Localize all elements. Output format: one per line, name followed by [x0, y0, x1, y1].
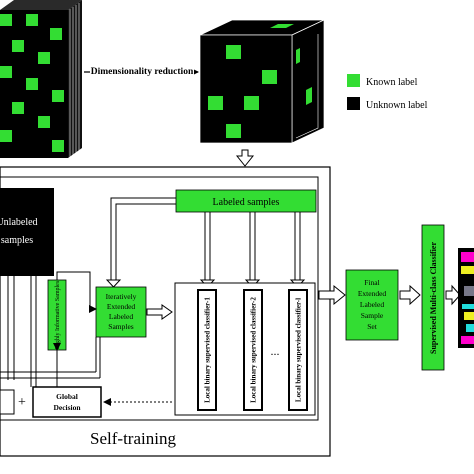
self-training-label: Self-training: [90, 429, 176, 448]
svg-text:Extended: Extended: [107, 302, 136, 311]
labeled-to-iter-line: [105, 197, 176, 288]
svg-text:Extended: Extended: [358, 289, 387, 298]
iteratively-extended-box: Iteratively Extended Labeled Samples: [95, 286, 147, 338]
highly-informative-box: Highly Informative Samples: [47, 279, 67, 351]
plus-sign: +: [18, 395, 26, 410]
svg-text:Unlabeled: Unlabeled: [0, 217, 38, 228]
svg-text:Labeled: Labeled: [109, 312, 133, 321]
svg-text:Set: Set: [367, 322, 378, 331]
svg-text:Local binary supervised classi: Local binary supervised classifier-2: [250, 297, 258, 403]
classifier-l: Local binary supervised classifier-l: [288, 289, 308, 411]
classifier-1: Local binary supervised classifier-1: [197, 289, 217, 411]
svg-text:Local binary supervised classi: Local binary supervised classifier-l: [295, 298, 303, 402]
final-to-supervised-arrow: [399, 284, 421, 306]
reduced-cube: [199, 19, 325, 144]
known-label-swatch: [347, 74, 360, 87]
svg-text:Samples: Samples: [108, 322, 133, 331]
svg-text:Labeled samples: Labeled samples: [213, 197, 280, 208]
classifier-2: Local binary supervised classifier-2: [243, 289, 263, 411]
known-label-text: Known label: [366, 77, 418, 88]
self-training-inner-frame: [0, 176, 319, 421]
informative-to-iter-arrow: [56, 271, 97, 313]
svg-text:Sample: Sample: [361, 311, 384, 320]
classification-map: [458, 248, 474, 348]
unlabeled-samples-box: Unlabeled samples: [0, 188, 54, 276]
global-decision-box: Global Decision: [32, 386, 102, 418]
svg-text:samples: samples: [1, 235, 33, 246]
svg-text:Iteratively: Iteratively: [106, 292, 137, 301]
combine-node: +: [0, 389, 26, 415]
global-to-informative-lines: [30, 343, 61, 387]
hyperspectral-cube: [0, 0, 82, 158]
classifier-ellipsis: ...: [271, 344, 280, 358]
legend: Known label Unknown label: [347, 74, 428, 111]
final-extended-set-box: Final Extended Labeled Sample Set: [345, 269, 399, 341]
labeled-to-classifier-arrows: [199, 212, 306, 288]
unlabeled-down-lines: [0, 276, 101, 380]
labeled-samples-box: Labeled samples: [175, 189, 317, 213]
classifiers-to-final-arrow: [318, 284, 346, 306]
dimensionality-reduction-arrow: Dimensionality reduction: [84, 63, 199, 77]
cube-to-selftraining-arrow: [235, 149, 255, 167]
svg-text:Labeled: Labeled: [360, 300, 384, 309]
svg-text:Highly Informative Samples: Highly Informative Samples: [54, 280, 61, 349]
svg-text:Decision: Decision: [53, 403, 81, 412]
supervised-to-result-arrow: [445, 284, 461, 306]
dimensionality-reduction-label: Dimensionality reduction: [91, 67, 194, 77]
svg-text:Local binary supervised classi: Local binary supervised classifier-1: [204, 297, 212, 403]
iter-to-classifiers-arrow: [146, 304, 173, 320]
svg-text:Final: Final: [364, 278, 379, 287]
unknown-label-text: Unknown label: [366, 100, 428, 111]
supervised-classifier-box: Supervised Multi-class Classifier: [421, 224, 445, 371]
svg-text:Global: Global: [56, 392, 78, 401]
unknown-label-swatch: [347, 97, 360, 110]
svg-text:Supervised Multi-class Classif: Supervised Multi-class Classifier: [429, 242, 438, 354]
